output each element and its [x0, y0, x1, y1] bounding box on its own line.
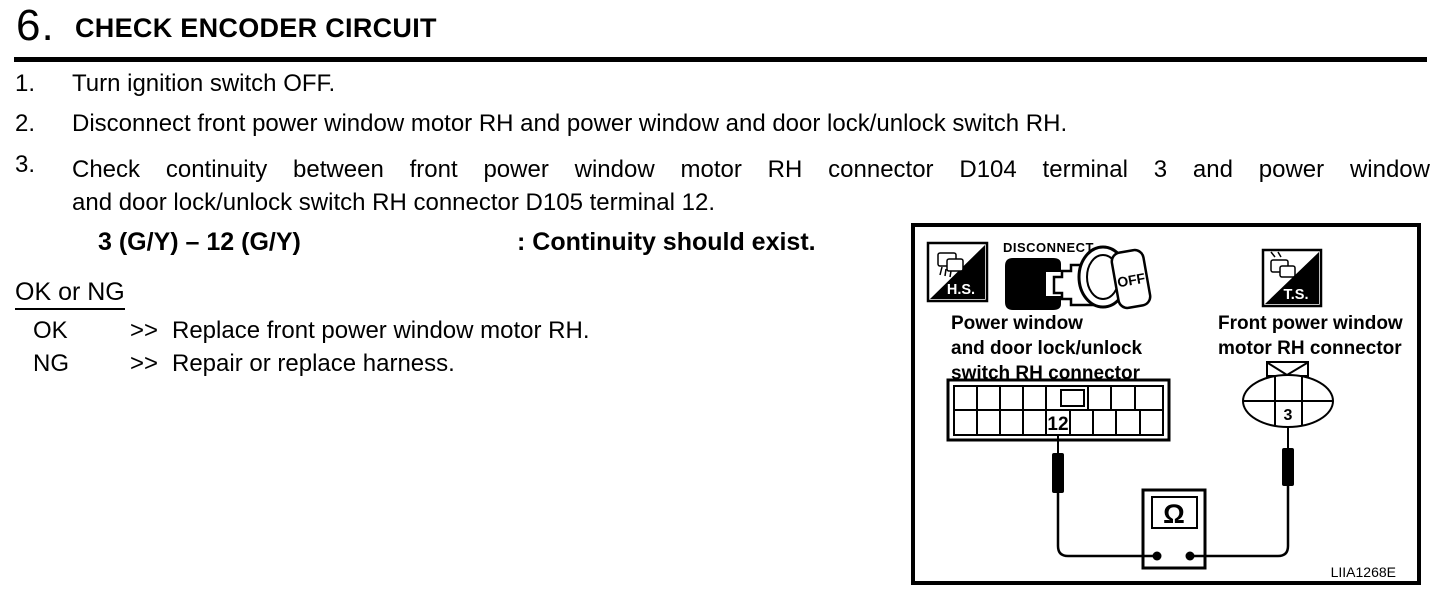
result-ok-action: Replace front power window motor RH. — [172, 317, 590, 344]
step-3-line-1: Check continuity between front power win… — [72, 156, 1430, 183]
step-1-number: 1. — [15, 70, 36, 97]
result-ng-arrow: >> — [130, 350, 159, 377]
motor-caption-line-1: Front power window — [1218, 313, 1403, 334]
diagram-canvas: 12 3 Ω — [926, 240, 1403, 580]
switch-caption-line-2: and door lock/unlock — [951, 338, 1143, 359]
result-ng-label: NG — [33, 350, 69, 377]
ohmmeter-terminal-right — [1185, 551, 1195, 561]
off-key-label: OFF — [1116, 270, 1147, 291]
switch-caption-line-3: switch RH connector — [951, 363, 1141, 384]
section-title: CHECK ENCODER CIRCUIT — [75, 13, 437, 43]
switch-connector-grid: 12 — [946, 378, 1171, 442]
ts-icon: T.S. — [1261, 248, 1323, 308]
probe-left — [1052, 436, 1064, 493]
motor-caption-line-2: motor RH connector — [1218, 338, 1402, 359]
wiring-diagram-figure: 12 3 Ω — [911, 223, 1421, 585]
connector-latch-slot — [1060, 389, 1085, 407]
motor-terminal-3: 3 — [1284, 407, 1293, 424]
step-2-number: 2. — [15, 110, 36, 137]
ohmmeter-terminal-left — [1152, 551, 1162, 561]
result-ng-action: Repair or replace harness. — [172, 350, 455, 377]
motor-connector-caption: Front power window motor RH connector — [1218, 313, 1403, 359]
step-3-number: 3. — [15, 151, 36, 178]
test-wire-right — [1190, 482, 1290, 558]
connector-sketch — [1270, 251, 1296, 278]
test-wire-left — [1056, 489, 1157, 558]
ohm-symbol: Ω — [1163, 499, 1185, 529]
result-ok-label: OK — [33, 317, 68, 344]
result-ok-arrow: >> — [130, 317, 159, 344]
section-number: 6. — [16, 1, 55, 50]
switch-connector-caption: Power window and door lock/unlock switch… — [951, 313, 1143, 384]
disconnect-label: DISCONNECT — [1003, 240, 1094, 255]
step-3-text: Check continuity between front power win… — [72, 153, 1430, 219]
plug-half-male — [1005, 258, 1061, 310]
motor-connector: 3 — [1242, 361, 1334, 428]
switch-terminal-12: 12 — [1047, 414, 1068, 435]
hs-badge-label: H.S. — [947, 282, 975, 298]
step-1-text: Turn ignition switch OFF. — [72, 70, 336, 97]
spec-result: : Continuity should exist. — [517, 228, 816, 256]
figure-code: LIIA1268E — [1331, 564, 1396, 580]
switch-caption-line-1: Power window — [951, 313, 1083, 334]
result-heading: OK or NG — [15, 280, 125, 310]
hs-icon: H.S. — [926, 241, 989, 303]
ts-badge-label: T.S. — [1284, 287, 1309, 303]
probe-right — [1282, 426, 1294, 486]
step-3-line-2: and door lock/unlock switch RH connector… — [72, 189, 715, 216]
ignition-off-key-icon: OFF — [1077, 245, 1152, 310]
spec-terminals: 3 (G/Y) – 12 (G/Y) — [98, 228, 301, 256]
step-2-text: Disconnect front power window motor RH a… — [72, 110, 1068, 137]
heading-rule — [14, 57, 1427, 62]
connector-sketch — [937, 252, 964, 278]
